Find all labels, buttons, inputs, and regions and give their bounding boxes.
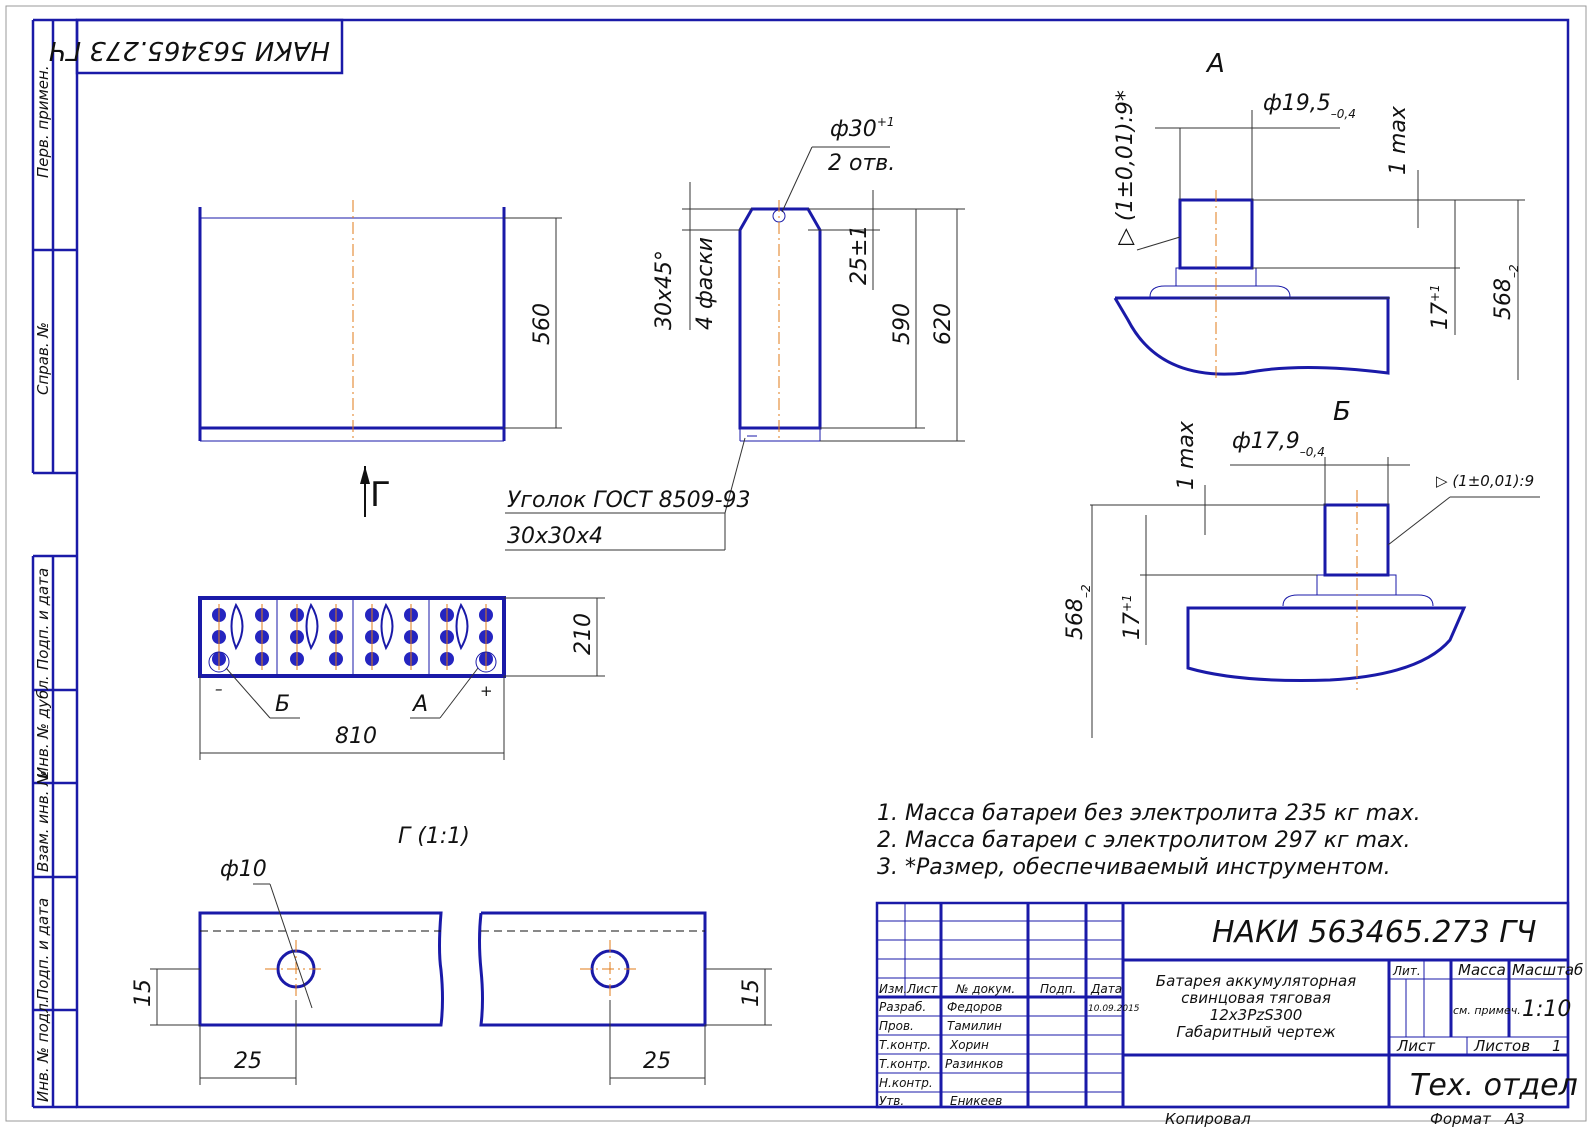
- label-podp-data-2: Подп. и дата: [34, 898, 52, 1000]
- label-a: А: [411, 692, 428, 717]
- angle-note-line1: Уголок ГОСТ 8509-93: [507, 488, 751, 513]
- detail-b: Б ф17,9–0,4 ▷ (1±0,01):9 1 max 17+1 568–…: [1063, 397, 1540, 738]
- detail-a-title: А: [1205, 49, 1225, 79]
- tb-mass-header: Масса: [1458, 961, 1506, 979]
- tb-row-4-role: Т.контр.: [879, 1057, 931, 1071]
- cell-connector: [230, 602, 244, 651]
- terminal-minus: –: [215, 680, 223, 698]
- label-inv-dubl: Инв. № дубл.: [34, 675, 52, 778]
- angle-note-line2: 30x30x4: [507, 524, 603, 549]
- front-view: 560: [198, 200, 562, 442]
- label-sprav-no: Справ. №: [34, 322, 52, 395]
- section-g-15-right: 15: [739, 979, 764, 1007]
- tb-name-4: Габаритный чертеж: [1176, 1023, 1336, 1041]
- dim-25: 25±1: [847, 225, 872, 285]
- tb-row-1-role: Разраб.: [879, 1000, 926, 1014]
- dim-210: 210: [571, 613, 596, 655]
- view-g-arrow: Г: [360, 466, 391, 517]
- notes: 1. Масса батареи без электролита 235 кг …: [877, 801, 1421, 880]
- section-g-dia: ф10: [220, 857, 267, 882]
- tb-mass-value: см. примеч.: [1453, 1004, 1521, 1017]
- tb-row-3-role: Т.контр.: [879, 1038, 931, 1052]
- tb-col-date: Дата: [1090, 982, 1122, 996]
- dim-hole-dia: ф30+1: [830, 115, 895, 142]
- detail-a-max: 1 max: [1386, 105, 1411, 175]
- detail-a-cone: ▷ (1±0,01):9*: [1113, 90, 1138, 245]
- dim-chamfer-count: 4 фаски: [693, 237, 718, 330]
- note-3: 3. *Размер, обеспечиваемый инструментом.: [877, 855, 1391, 880]
- tb-row-5-role: Н.контр.: [879, 1076, 933, 1090]
- section-g-title: Г (1:1): [398, 824, 470, 849]
- tb-org: Тех. отдел: [1410, 1068, 1578, 1103]
- title-block: НАКИ 563465.273 ГЧ Батарея аккумуляторна…: [875, 901, 1583, 1109]
- tb-row-4-name: Разинков: [945, 1057, 1003, 1071]
- cell-connector: [305, 602, 319, 651]
- angle-note: Уголок ГОСТ 8509-93 30x30x4: [505, 437, 751, 551]
- cell-terminals: [212, 602, 493, 670]
- note-2: 2. Масса батареи с электролитом 297 кг m…: [877, 828, 1411, 853]
- side-view: ф30+1 2 отв. 30x45° 4 фаски 25±1 590 620: [652, 115, 965, 442]
- tb-name-3: 12х3PzS300: [1210, 1006, 1303, 1024]
- view-g-label: Г: [370, 475, 391, 515]
- detail-b-title: Б: [1333, 397, 1351, 427]
- cell-connector: [380, 602, 394, 651]
- section-g-25-left: 25: [234, 1049, 262, 1074]
- top-stamp-text: НАКИ 563465.273 ГЧ: [49, 35, 330, 65]
- label-podp-data-1: Подп. и дата: [34, 568, 52, 670]
- section-g-25-right: 25: [643, 1049, 671, 1074]
- tb-row-2-name: Тамилин: [947, 1019, 1002, 1033]
- label-perv-primen: Перв. примен.: [34, 65, 52, 178]
- detail-b-dia: ф17,9–0,4: [1232, 429, 1325, 459]
- tb-col-doc: № докум.: [955, 982, 1015, 996]
- tb-designation: НАКИ 563465.273 ГЧ: [1212, 915, 1537, 950]
- section-g-15-left: 15: [131, 979, 156, 1007]
- tb-row-6-role: Утв.: [879, 1094, 904, 1108]
- dim-chamfer: 30x45°: [652, 250, 677, 330]
- detail-a-568: 568–2: [1491, 264, 1521, 320]
- detail-b-568: 568–2: [1063, 584, 1093, 640]
- dim-620: 620: [931, 303, 956, 345]
- dim-590: 590: [890, 303, 915, 345]
- tb-row-2-role: Пров.: [879, 1019, 914, 1033]
- detail-a-17: 17+1: [1428, 284, 1453, 330]
- tb-scale-header: Масштаб: [1512, 961, 1583, 979]
- footer-format-label: Формат: [1430, 1110, 1492, 1127]
- tb-scale-value: 1:10: [1522, 997, 1571, 1022]
- tb-col-izm: Изм.: [879, 982, 907, 996]
- tb-row-6-name: Еникеев: [950, 1094, 1002, 1108]
- detail-a-dia: ф19,5–0,4: [1263, 91, 1356, 121]
- dim-hole-count: 2 отв.: [828, 151, 895, 176]
- footer-format-value: А3: [1504, 1110, 1525, 1127]
- footer-copied: Копировал: [1165, 1110, 1251, 1127]
- label-inv-podl: Инв. № подл.: [34, 999, 52, 1102]
- label-b: Б: [275, 692, 290, 717]
- top-stamp: НАКИ 563465.273 ГЧ: [49, 18, 344, 75]
- tb-sheets-value: 1: [1552, 1037, 1562, 1055]
- label-vzam-inv: Взам. инв. №: [34, 770, 52, 872]
- tb-name-2: свинцовая тяговая: [1181, 989, 1331, 1007]
- dim-810: 810: [335, 724, 377, 749]
- tb-name-1: Батарея аккумуляторная: [1156, 972, 1356, 990]
- note-1: 1. Масса батареи без электролита 235 кг …: [877, 801, 1421, 826]
- terminal-plus: +: [480, 682, 493, 700]
- tb-lit-header: Лит.: [1392, 964, 1421, 978]
- tb-row-1-date: 10.09.2015: [1088, 1004, 1140, 1014]
- dim-560: 560: [530, 303, 555, 345]
- tb-col-list: Лист: [906, 982, 938, 996]
- section-g: Г (1:1) ф10 15 25 15 25: [131, 824, 772, 1085]
- top-view: 210 810 Б А – +: [198, 596, 605, 760]
- tb-col-podp: Подп.: [1040, 982, 1076, 996]
- tb-sheet-label: Лист: [1396, 1037, 1436, 1055]
- detail-b-cone: ▷ (1±0,01):9: [1436, 472, 1534, 490]
- tb-row-3-name: Хорин: [949, 1038, 989, 1052]
- detail-b-max: 1 max: [1174, 420, 1199, 490]
- cell-connector: [455, 602, 469, 651]
- sheet-frame: [5, 5, 1587, 1122]
- tb-sheets-label: Листов: [1473, 1037, 1530, 1055]
- tb-row-1-name: Федоров: [947, 1000, 1002, 1014]
- detail-b-17: 17+1: [1120, 594, 1145, 640]
- detail-a: А ф19,5–0,4 ▷ (1±0,01):9* 1 max 17+1 568…: [1113, 49, 1525, 380]
